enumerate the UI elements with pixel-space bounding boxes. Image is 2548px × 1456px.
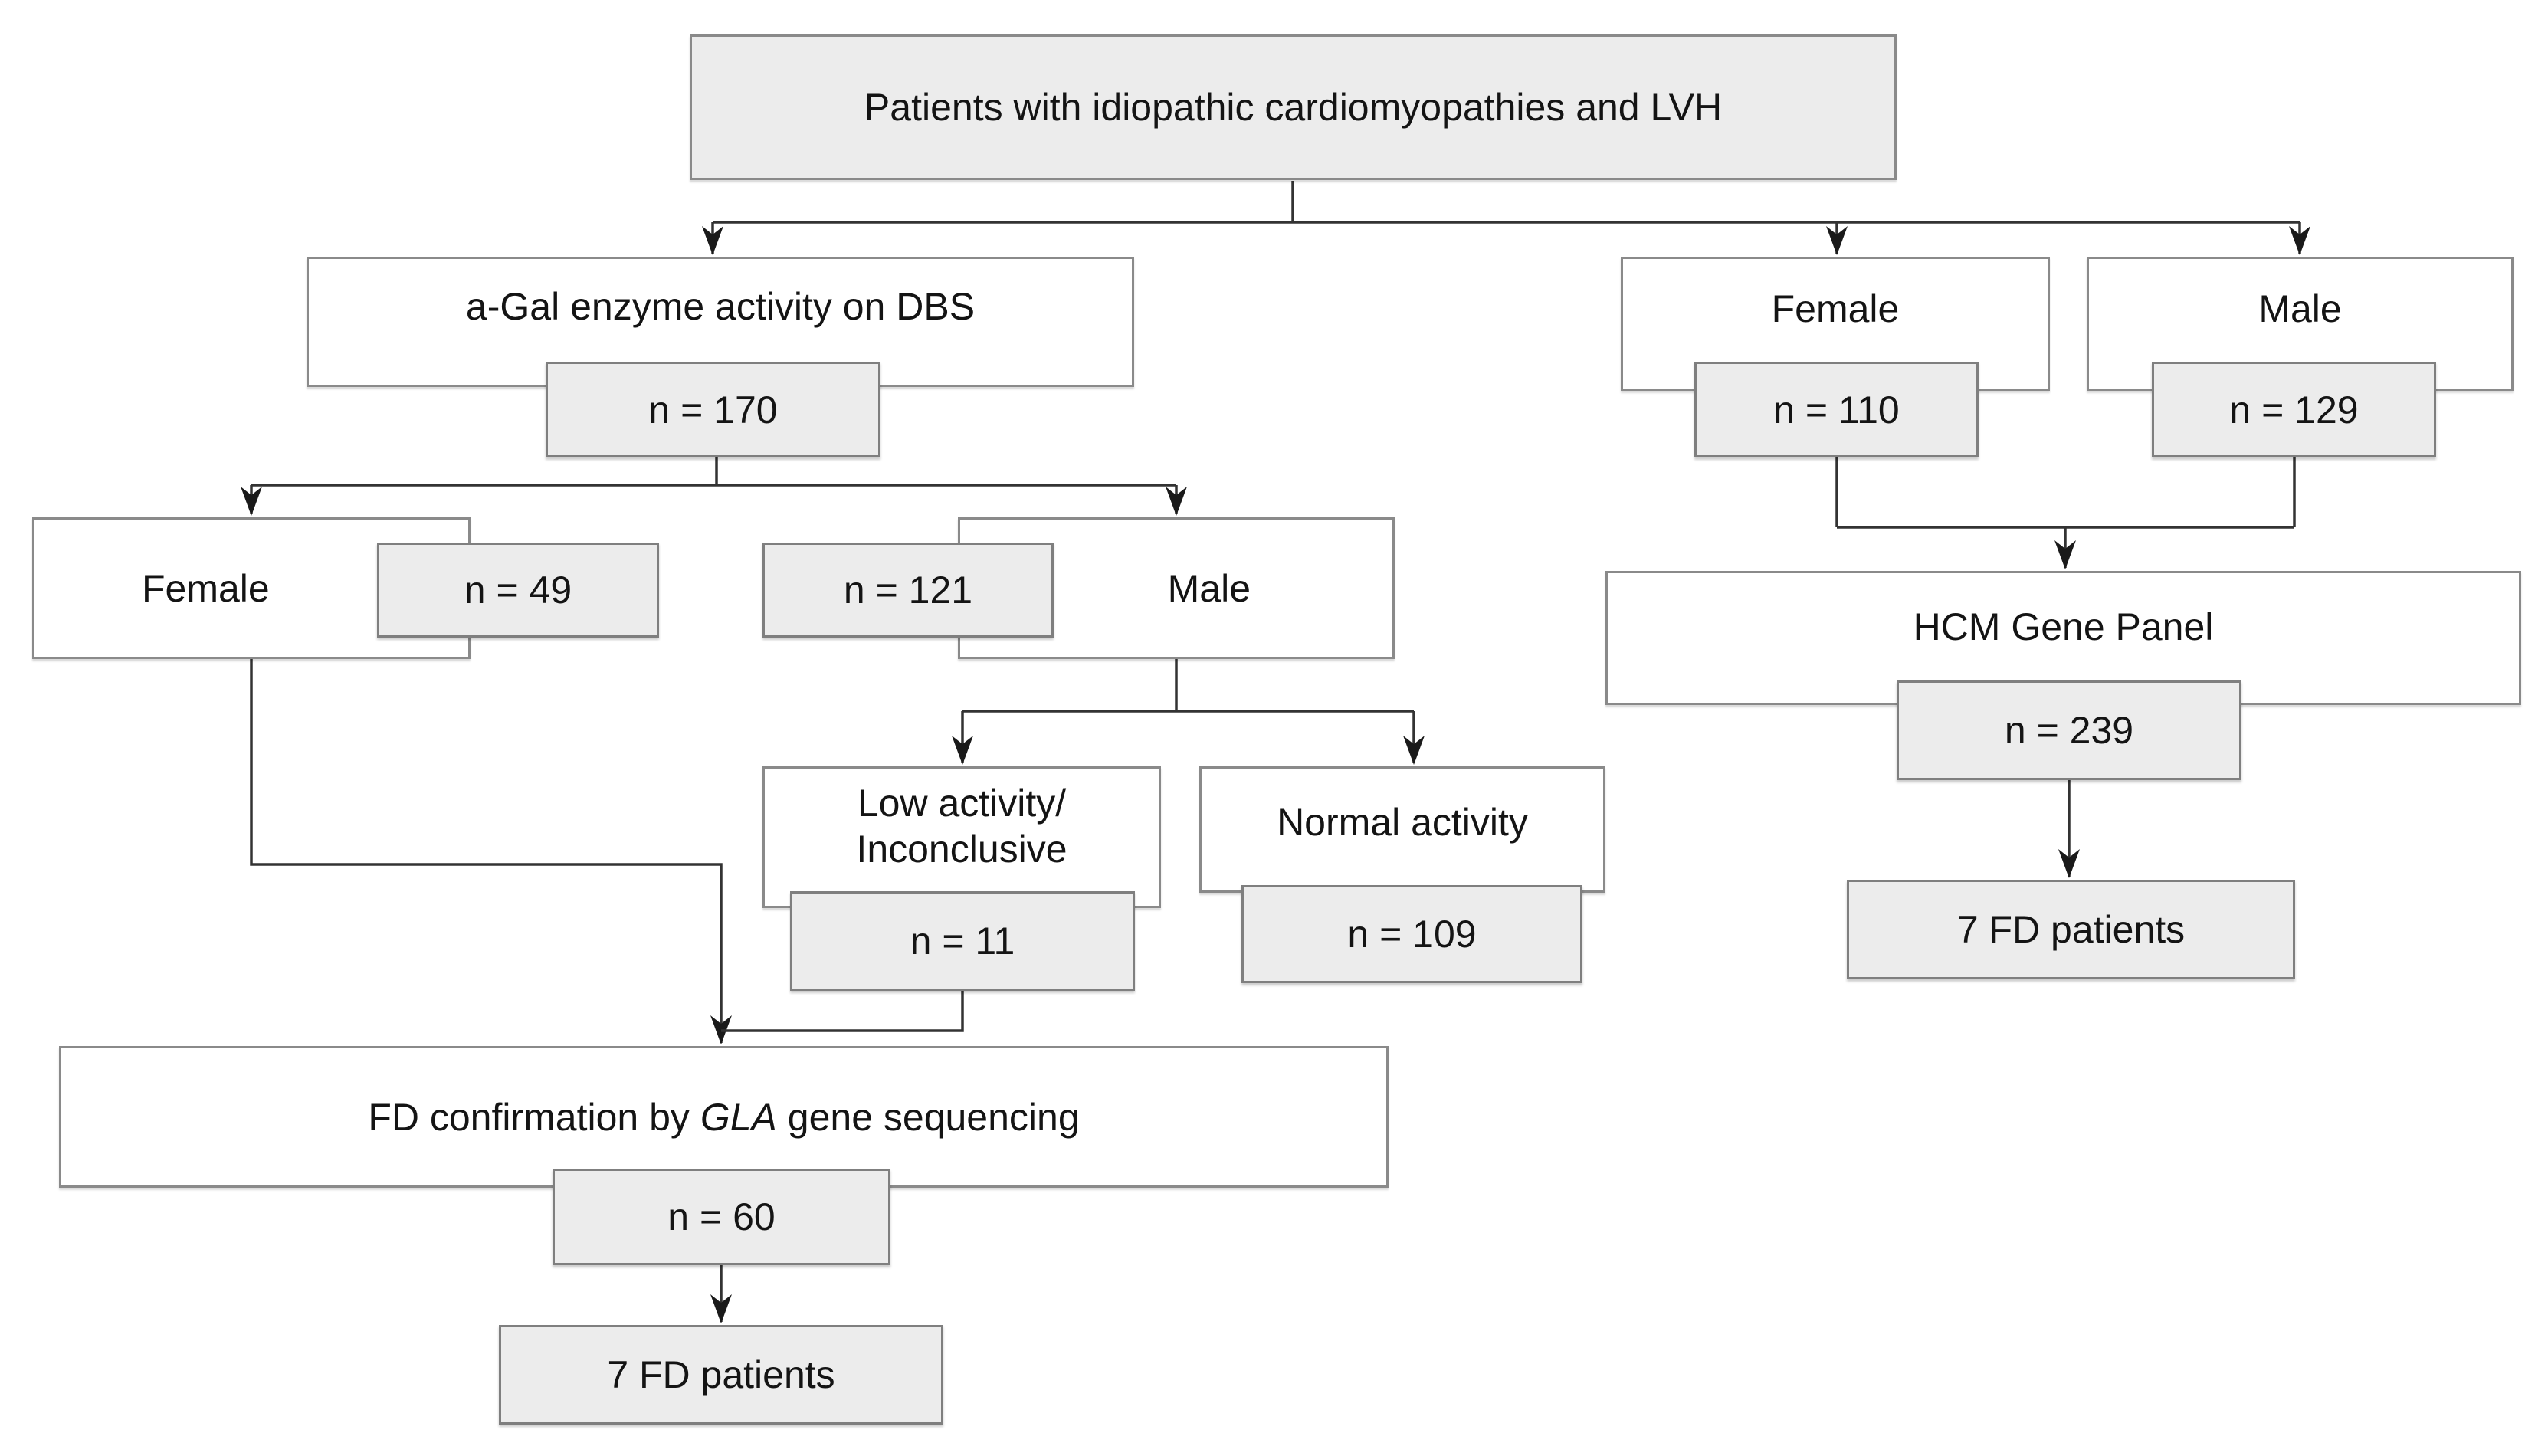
node-fd-patients-right-label: 7 FD patients [1956, 908, 2186, 951]
node-low-activity: Low activity/ Inconclusive [762, 766, 1161, 908]
count-normal-activity-value: n = 109 [1347, 913, 1477, 956]
count-agal-value: n = 170 [648, 388, 778, 431]
count-low-activity-value: n = 11 [910, 920, 1015, 962]
node-male-panel-label: Male [2258, 287, 2342, 330]
count-low-activity: n = 11 [790, 891, 1135, 991]
node-root: Patients with idiopathic cardiomyopathie… [690, 34, 1897, 180]
count-female-dbs-value: n = 49 [464, 569, 572, 612]
node-low-activity-line2: Inconclusive [856, 827, 1067, 871]
node-hcm-panel-label: HCM Gene Panel [1913, 605, 2214, 648]
count-female-dbs: n = 49 [377, 543, 659, 638]
node-female-dbs-label: Female [142, 566, 270, 610]
count-hcm-panel: n = 239 [1897, 680, 2241, 780]
node-normal-activity: Normal activity [1199, 766, 1605, 893]
fd-label-suffix: gene sequencing [776, 1095, 1080, 1139]
node-female-panel-label: Female [1771, 287, 1900, 330]
count-fd-confirmation: n = 60 [553, 1169, 890, 1265]
fd-label-gene: GLA [700, 1095, 777, 1139]
count-hcm-panel-value: n = 239 [2004, 709, 2134, 752]
node-fd-confirmation: FD confirmation by GLA gene sequencing [59, 1046, 1389, 1188]
count-male-dbs-value: n = 121 [843, 569, 973, 612]
count-male-panel: n = 129 [2152, 362, 2436, 457]
count-normal-activity: n = 109 [1241, 885, 1582, 983]
node-low-activity-line1: Low activity/ [857, 781, 1067, 825]
fd-label-prefix: FD confirmation by [368, 1095, 700, 1139]
count-female-panel: n = 110 [1694, 362, 1979, 457]
node-fd-patients-right: 7 FD patients [1847, 880, 2295, 979]
node-fd-patients-left: 7 FD patients [499, 1325, 943, 1425]
count-female-panel-value: n = 110 [1773, 388, 1900, 431]
count-male-panel-value: n = 129 [2229, 388, 2359, 431]
count-fd-confirmation-value: n = 60 [667, 1195, 776, 1238]
count-agal: n = 170 [546, 362, 880, 457]
node-root-label: Patients with idiopathic cardiomyopathie… [864, 86, 1723, 129]
count-male-dbs: n = 121 [762, 543, 1054, 638]
node-agal-activity-label: a-Gal enzyme activity on DBS [465, 285, 976, 328]
node-normal-activity-label: Normal activity [1277, 800, 1528, 844]
node-male-dbs-label: Male [1167, 566, 1251, 610]
node-fd-confirmation-label: FD confirmation by GLA gene sequencing [368, 1094, 1079, 1140]
node-fd-patients-left-label: 7 FD patients [607, 1353, 835, 1396]
